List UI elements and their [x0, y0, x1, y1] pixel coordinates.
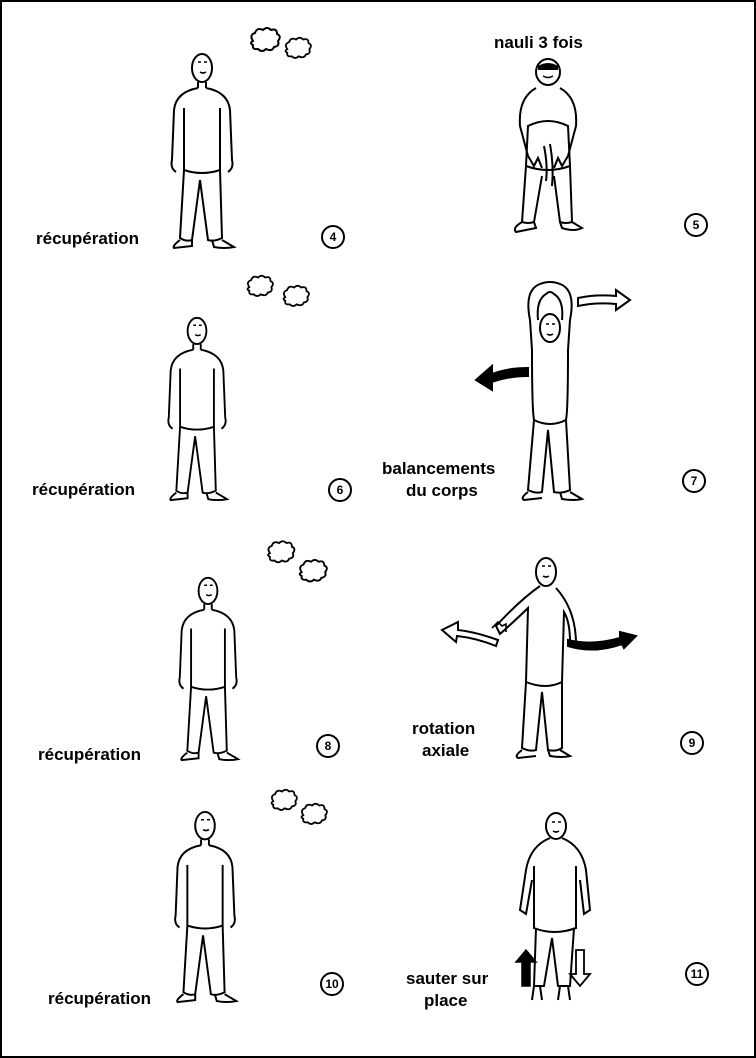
panel-10: récupération 10: [2, 784, 380, 1056]
breath-cloud-icon: [267, 540, 296, 564]
breath-cloud-icon: [300, 802, 328, 825]
breath-cloud-icon: [298, 558, 328, 583]
panel-5: nauli 3 fois 5: [380, 2, 754, 262]
panel-11: sauter sur place 11: [380, 784, 754, 1056]
arrow-right-icon: [576, 288, 632, 312]
breath-cloud-icon: [282, 284, 310, 307]
step-label: récupération: [38, 745, 141, 764]
breath-cloud-icon: [250, 27, 281, 52]
step-label: récupération: [32, 480, 135, 499]
step-number: 10: [320, 972, 344, 996]
rotating-figure: [490, 552, 600, 758]
step-label-line2: place: [424, 991, 468, 1010]
panel-9: rotation axiale 9: [380, 522, 754, 784]
breath-cloud-icon: [270, 788, 298, 811]
step-number: 11: [685, 962, 709, 986]
step-number: 6: [328, 478, 352, 502]
step-label: récupération: [36, 229, 139, 248]
step-number: 7: [682, 469, 706, 493]
step-number: 5: [684, 213, 708, 237]
panel-4: récupération 4: [2, 2, 380, 262]
step-number: 4: [321, 225, 345, 249]
standing-figure: [178, 576, 240, 762]
standing-figure: [167, 316, 229, 502]
arrow-left-icon: [474, 362, 530, 392]
panel-7: balancements du corps 7: [380, 262, 754, 522]
step-label-line1: rotation: [412, 719, 476, 738]
step-number: 8: [316, 734, 340, 758]
arrow-down-icon: [570, 948, 590, 988]
breath-cloud-icon: [284, 36, 312, 59]
standing-figure: [174, 810, 238, 1004]
step-label: nauli 3 fois: [494, 33, 583, 52]
arrow-right-icon: [566, 628, 638, 652]
step-label-line1: sauter sur: [406, 969, 489, 988]
jumping-figure: [514, 810, 594, 1010]
panel-8: récupération 8: [2, 522, 380, 784]
step-number: 9: [680, 731, 704, 755]
step-label-line2: du corps: [406, 481, 478, 500]
arrow-left-icon: [440, 618, 500, 648]
nauli-figure: [508, 56, 588, 236]
step-label-line2: axiale: [422, 741, 470, 760]
arms-raised-figure: [510, 280, 590, 500]
panel-6: récupération 6: [2, 262, 380, 522]
step-label-line1: balancements: [382, 459, 496, 478]
step-label: récupération: [48, 989, 151, 1008]
arrow-up-icon: [516, 948, 536, 988]
breath-cloud-icon: [246, 274, 274, 297]
standing-figure: [170, 53, 235, 249]
